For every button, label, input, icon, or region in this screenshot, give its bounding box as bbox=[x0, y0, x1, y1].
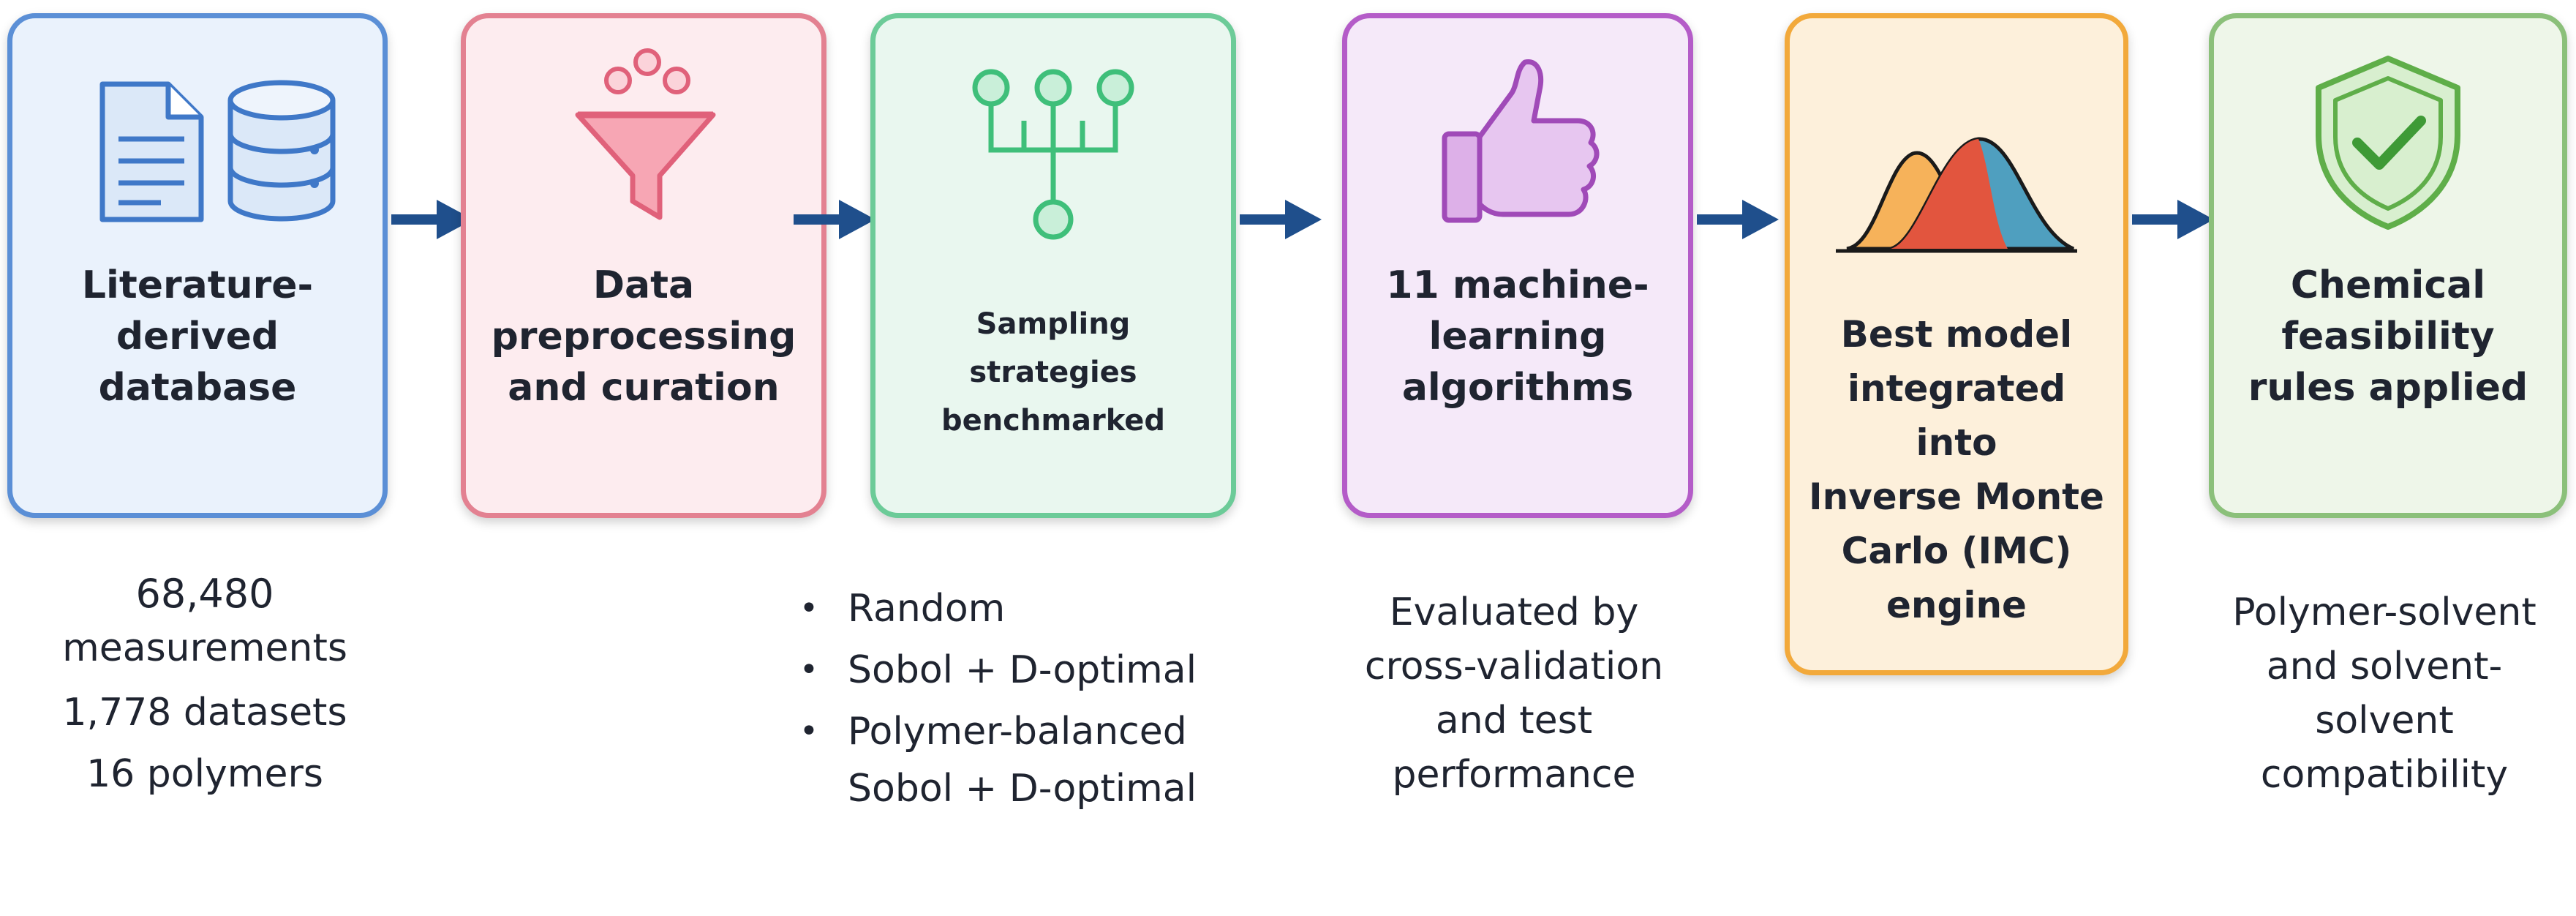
text-line: cross-validation bbox=[1364, 645, 1664, 688]
arrow-icon bbox=[1240, 200, 1322, 239]
step-icons-ml bbox=[1347, 48, 1688, 238]
arrow-icon bbox=[391, 200, 473, 239]
text-line: compatibility bbox=[2260, 753, 2509, 797]
list-item: Sobol + D-optimal bbox=[794, 639, 1276, 701]
step-card-database: Literature- derived database bbox=[7, 13, 388, 518]
arrow-icon bbox=[2132, 200, 2214, 239]
step-title-imc: Best model integrated into Inverse Monte… bbox=[1809, 313, 2104, 626]
stat-line: 68,480 bbox=[135, 571, 274, 617]
arrow-icon bbox=[794, 200, 875, 239]
database-stats: 68,480 measurements 1,778 datasets 16 po… bbox=[15, 567, 395, 801]
step-card-imc: Best model integrated into Inverse Monte… bbox=[1785, 13, 2128, 675]
sampling-strategy-list: Random Sobol + D-optimal Polymer-balance… bbox=[794, 578, 1276, 819]
text-line: and solvent- bbox=[2266, 645, 2503, 688]
step-card-ml: 11 machine- learning algorithms bbox=[1342, 13, 1693, 518]
step-icons-feasibility bbox=[2214, 48, 2562, 238]
list-item-continuation: Sobol + D-optimal bbox=[848, 767, 1197, 811]
step-icons-sampling bbox=[875, 48, 1231, 240]
list-item: Polymer-balanced Sobol + D-optimal bbox=[794, 701, 1276, 819]
stat-line: 1,778 datasets bbox=[62, 691, 347, 735]
arrow-icon bbox=[1697, 200, 1779, 239]
step-icons-preprocessing bbox=[466, 48, 821, 238]
text-line: and test bbox=[1435, 699, 1593, 743]
text-line: performance bbox=[1392, 753, 1636, 797]
stat-line: measurements bbox=[62, 626, 347, 670]
distribution-curves-icon bbox=[1836, 137, 2077, 253]
text-line: Polymer-solvent bbox=[2232, 590, 2537, 634]
feasibility-notes: Polymer-solvent and solvent- solvent com… bbox=[2194, 585, 2575, 802]
step-title-preprocessing: Data preprocessing and curation bbox=[491, 263, 796, 410]
step-card-preprocessing: Data preprocessing and curation bbox=[461, 13, 826, 518]
text-line: solvent bbox=[2315, 699, 2454, 743]
step-icons-imc bbox=[1790, 84, 2123, 274]
shield-check-icon bbox=[2316, 56, 2460, 230]
list-item: Random bbox=[794, 578, 1276, 639]
step-title-database: Literature- derived database bbox=[81, 263, 314, 410]
document-icon bbox=[99, 81, 204, 222]
stat-line: 16 polymers bbox=[86, 752, 323, 796]
step-card-sampling: Sampling strategies benchmarked bbox=[870, 13, 1236, 518]
step-title-ml: 11 machine- learning algorithms bbox=[1386, 263, 1649, 410]
step-title-feasibility: Chemical feasibility rules applied bbox=[2248, 263, 2528, 410]
step-card-feasibility: Chemical feasibility rules applied bbox=[2209, 13, 2567, 518]
funnel-icon bbox=[575, 48, 716, 220]
thumbs-up-icon bbox=[1442, 59, 1600, 223]
step-title-sampling: Sampling strategies benchmarked bbox=[941, 307, 1166, 438]
sampling-tree-icon bbox=[972, 69, 1134, 240]
step-icons-database bbox=[12, 48, 383, 238]
database-icon bbox=[227, 80, 336, 222]
ml-evaluation-text: Evaluated by cross-validation and test p… bbox=[1317, 585, 1711, 802]
text-line: Evaluated by bbox=[1389, 590, 1639, 634]
